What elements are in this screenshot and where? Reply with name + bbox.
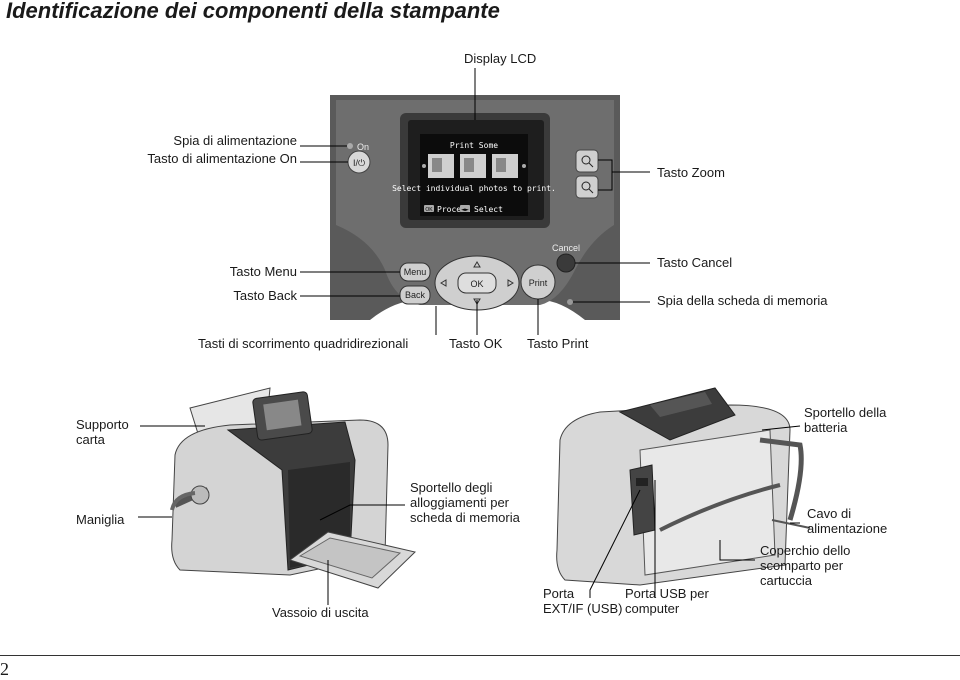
- print-button-label: Print: [529, 278, 548, 288]
- back-button-label: Back: [405, 290, 426, 300]
- arrow-down-icon: [473, 298, 481, 305]
- zoom-in-button[interactable]: [575, 149, 599, 173]
- page-title: Identificazione dei componenti della sta…: [6, 0, 500, 23]
- printer-front-illustration: [170, 387, 417, 589]
- ok-button-label: OK: [470, 279, 483, 289]
- label-sportello-alloggiamenti: Sportello degli alloggiamenti per scheda…: [410, 480, 520, 525]
- back-button[interactable]: [399, 285, 431, 305]
- screen-proceed: Proceed: [437, 205, 471, 214]
- label-tasto-ok: Tasto OK: [449, 336, 503, 351]
- panel-leader-lines: [300, 68, 650, 335]
- label-tasto-print: Tasto Print: [527, 336, 589, 351]
- cancel-button[interactable]: [556, 253, 576, 273]
- screen-instruction: Select individual photos to print.: [392, 184, 556, 193]
- label-display-lcd: Display LCD: [464, 51, 537, 66]
- arrow-right-icon: [507, 279, 514, 287]
- page-number: 2: [0, 659, 9, 679]
- label-coperchio-scomparto: Coperchio dello scomparto per cartuccia: [760, 543, 851, 588]
- control-panel-illustration: Print Some Select individual photos to p…: [330, 95, 620, 320]
- on-label: On: [357, 142, 369, 152]
- arrow-up-icon: [473, 261, 481, 268]
- zoom-out-button[interactable]: [575, 175, 599, 199]
- ok-button[interactable]: [457, 272, 497, 294]
- memory-card-light: [567, 299, 573, 305]
- arrow-left-icon: [440, 279, 447, 287]
- label-vassoio-uscita: Vassoio di uscita: [272, 605, 369, 620]
- label-spia-scheda: Spia della scheda di memoria: [657, 293, 828, 308]
- screen-select: Select: [474, 205, 503, 214]
- label-tasto-cancel: Tasto Cancel: [657, 255, 733, 270]
- label-tasto-menu: Tasto Menu: [229, 264, 297, 279]
- label-tasto-back: Tasto Back: [233, 288, 297, 303]
- rear-leader-lines: [589, 425, 801, 598]
- screen-ok-hint: OK: [425, 207, 433, 213]
- screen-title: Print Some: [450, 141, 498, 150]
- cancel-button-caption: Cancel: [552, 243, 580, 253]
- footer-rule: [0, 655, 960, 656]
- power-light: [347, 143, 353, 149]
- front-leader-lines: [138, 425, 405, 605]
- label-spia-alimentazione: Spia di alimentazione: [173, 133, 297, 148]
- label-maniglia: Maniglia: [76, 512, 125, 527]
- power-button-label: I/⏻: [353, 158, 365, 168]
- screen-arrows-hint: ◄►: [461, 207, 469, 213]
- label-tasto-zoom: Tasto Zoom: [657, 165, 725, 180]
- menu-button-label: Menu: [404, 267, 427, 277]
- label-tasti-scorrimento: Tasti di scorrimento quadridirezionali: [198, 336, 409, 351]
- printer-rear-illustration: [556, 387, 811, 586]
- label-tasto-on: Tasto di alimentazione On: [147, 151, 297, 166]
